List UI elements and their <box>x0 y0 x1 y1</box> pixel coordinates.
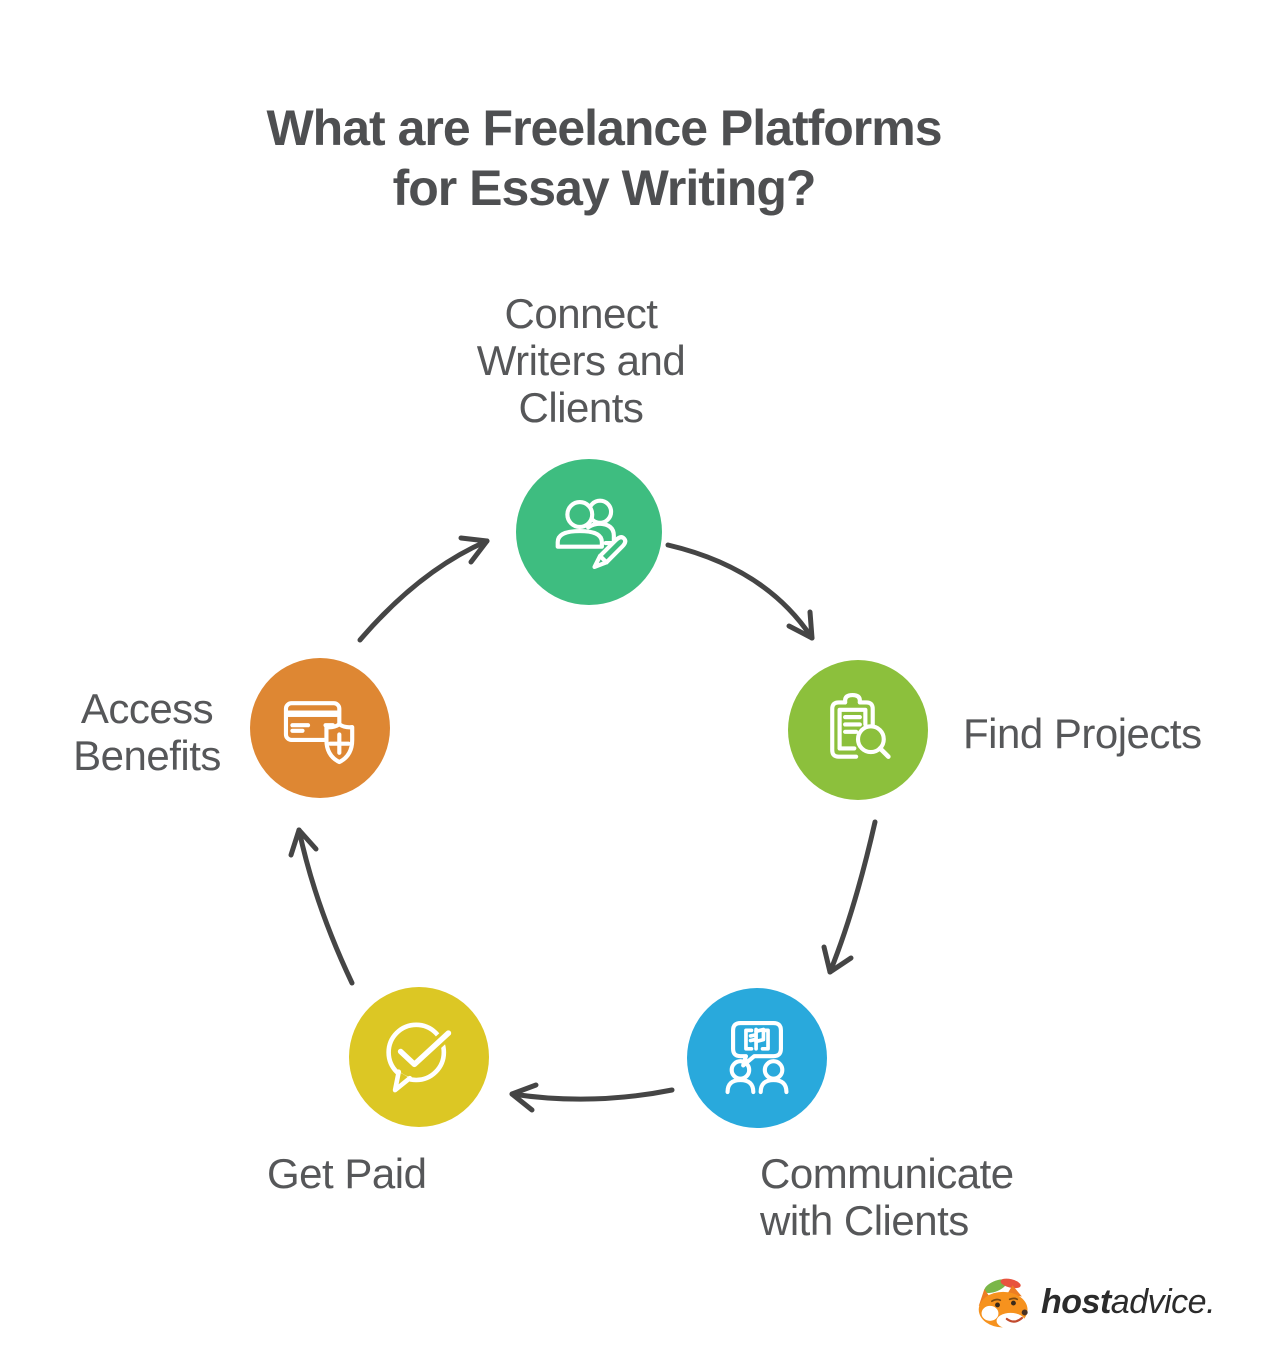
step-label-access-benefits: Access Benefits <box>73 685 221 779</box>
step-label-communicate: Communicate with Clients <box>760 1150 1014 1244</box>
wordmark-advice: advice. <box>1110 1282 1216 1321</box>
arrow-paid-to-benefits <box>288 827 355 986</box>
communicate-clients-icon <box>725 1020 789 1095</box>
step-label-connect: Connect Writers and Clients <box>476 290 686 431</box>
page-title: What are Freelance Platforms for Essay W… <box>266 100 942 216</box>
arrow-connect-to-find <box>665 542 815 641</box>
arrow-communicate-to-paid <box>509 1082 675 1113</box>
access-benefits-icon <box>283 701 355 765</box>
hostadvice-logo: hostadvice. <box>975 1272 1216 1336</box>
wordmark-host: host <box>1041 1282 1111 1321</box>
step-label-get-paid: Get Paid <box>267 1150 427 1197</box>
step-circle-access-benefits <box>250 658 390 798</box>
arrow-find-to-communicate <box>821 819 878 975</box>
arrow-benefits-to-connect <box>357 535 490 643</box>
fox-mascot-icon <box>978 1278 1028 1329</box>
hostadvice-wordmark: hostadvice. <box>1041 1282 1216 1326</box>
find-projects-icon <box>830 692 891 759</box>
step-circle-connect <box>516 459 662 605</box>
step-circle-find-projects <box>788 660 928 800</box>
step-circle-communicate <box>687 988 827 1128</box>
step-circle-get-paid <box>349 987 489 1127</box>
get-paid-icon <box>386 1022 455 1093</box>
writers-clients-icon <box>555 498 628 570</box>
step-label-find-projects: Find Projects <box>963 710 1202 757</box>
